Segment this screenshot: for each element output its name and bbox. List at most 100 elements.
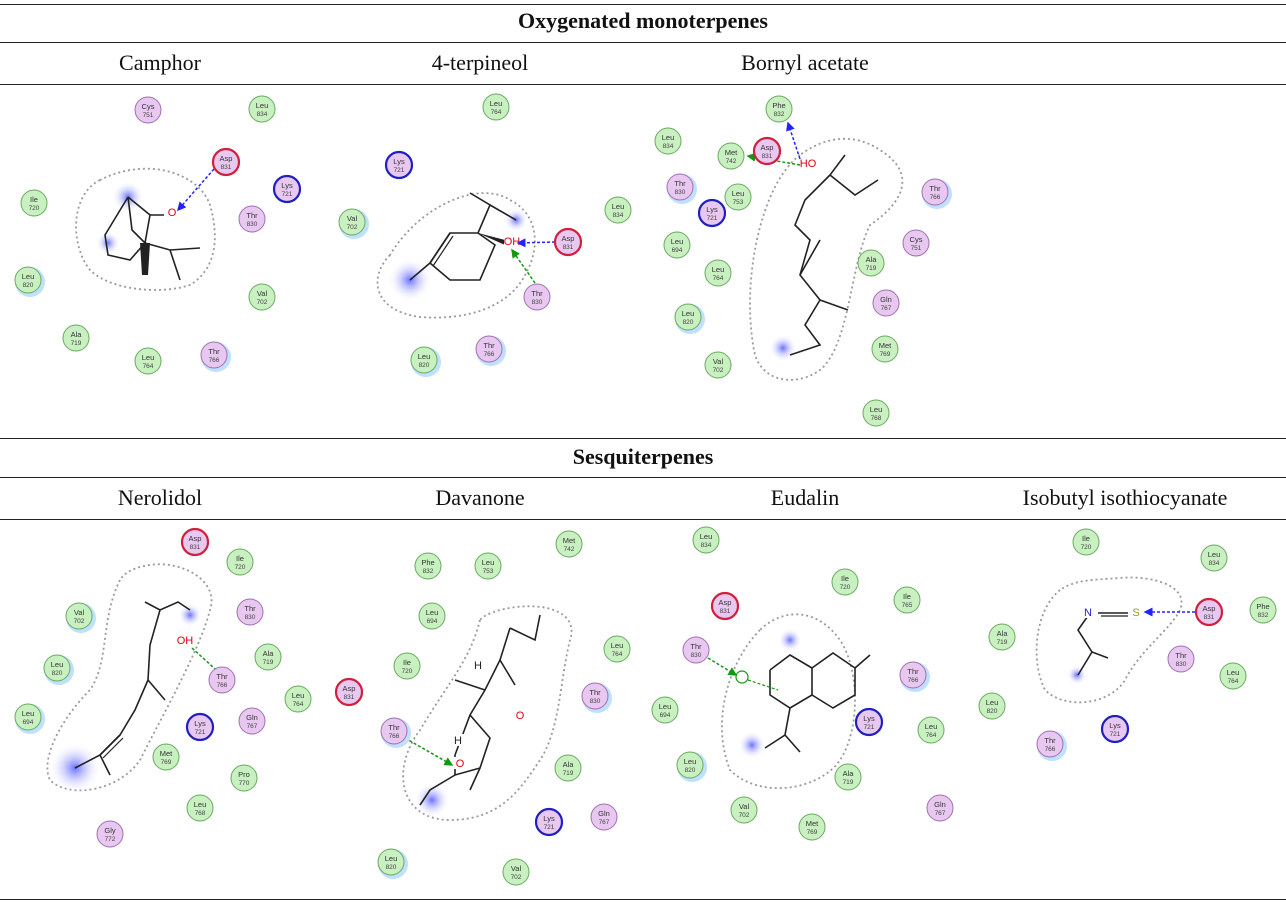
ligand-bond bbox=[764, 707, 791, 749]
residue-disc bbox=[752, 136, 782, 166]
residue-number: 766 bbox=[484, 351, 495, 358]
residue-disc bbox=[704, 351, 732, 379]
residue-name: Leu bbox=[22, 709, 35, 718]
residue-disc bbox=[857, 249, 885, 277]
residue-number: 830 bbox=[590, 698, 601, 705]
residue-name: Leu bbox=[659, 702, 672, 711]
residue-name: Val bbox=[511, 864, 522, 873]
residue-name: Leu bbox=[732, 189, 745, 198]
isobutyl-pocket bbox=[1035, 576, 1183, 704]
residue-name: Met bbox=[563, 536, 576, 545]
residue-disc bbox=[185, 712, 215, 742]
residue-number: 831 bbox=[1204, 614, 1215, 621]
residue-name: Thr bbox=[589, 688, 601, 697]
ligand-bond bbox=[469, 192, 492, 234]
atom-oxygen: O bbox=[456, 758, 465, 770]
residue-name: Leu bbox=[870, 405, 883, 414]
residue-disc bbox=[730, 796, 758, 824]
residue-disc bbox=[978, 692, 1006, 720]
section-divider bbox=[0, 477, 1286, 478]
residue-number: 831 bbox=[563, 244, 574, 251]
residue-name: Val bbox=[257, 289, 268, 298]
residue-disc bbox=[871, 335, 899, 363]
ligand-bond bbox=[127, 196, 146, 244]
residue-number: 766 bbox=[908, 677, 919, 684]
residue-name: Met bbox=[160, 749, 173, 758]
compound-title-davanone: Davanone bbox=[435, 485, 525, 510]
residue-number: 831 bbox=[344, 694, 355, 701]
residue-disc bbox=[226, 548, 254, 576]
residue-disc bbox=[502, 858, 530, 886]
residue-disc bbox=[384, 150, 414, 180]
residue-number: 832 bbox=[1258, 612, 1269, 619]
hydrogen-bond bbox=[786, 121, 801, 160]
compound-title-bornyl-acetate: Bornyl acetate bbox=[741, 50, 869, 75]
pi-interaction bbox=[747, 679, 779, 691]
residue-disc bbox=[272, 174, 302, 204]
residue-number: 720 bbox=[402, 668, 413, 675]
residue-disc bbox=[682, 636, 710, 664]
residue-disc bbox=[651, 696, 679, 724]
residue-name: Ile bbox=[236, 554, 244, 563]
residue-number: 767 bbox=[599, 819, 610, 826]
atom-label-bg bbox=[800, 157, 816, 169]
atom-label-bg bbox=[177, 634, 193, 646]
residue-disc bbox=[590, 803, 618, 831]
residue-disc bbox=[393, 652, 421, 680]
residue-number: 834 bbox=[613, 212, 624, 219]
hydrogen-bond bbox=[707, 657, 738, 676]
residue-disc bbox=[284, 685, 312, 713]
residue-disc bbox=[43, 654, 71, 682]
residue-disc bbox=[248, 283, 276, 311]
residue-number: 764 bbox=[713, 275, 724, 282]
residue-disc bbox=[248, 95, 276, 123]
residue-number: 831 bbox=[190, 544, 201, 551]
ligand-double-bond bbox=[102, 737, 124, 759]
residue-disc bbox=[604, 196, 632, 224]
residue-disc bbox=[334, 677, 364, 707]
residue-disc bbox=[654, 127, 682, 155]
residue-number: 702 bbox=[713, 367, 724, 374]
atom-hydrogen: H bbox=[454, 735, 462, 747]
residue-number: 832 bbox=[774, 111, 785, 118]
residue-number: 834 bbox=[663, 143, 674, 150]
residue-name: Leu bbox=[684, 757, 697, 766]
residue-name: Leu bbox=[986, 698, 999, 707]
ligand-bond bbox=[169, 249, 181, 281]
residue-disc bbox=[1194, 597, 1224, 627]
residue-number: 753 bbox=[733, 199, 744, 206]
residue-name: Thr bbox=[1044, 736, 1056, 745]
residue-number: 766 bbox=[1045, 746, 1056, 753]
residue-name: Cys bbox=[910, 235, 923, 244]
residue-number: 694 bbox=[427, 618, 438, 625]
residue-name: Asp bbox=[220, 154, 233, 163]
residue-disc bbox=[676, 751, 704, 779]
residue-disc bbox=[917, 716, 945, 744]
residue-number: 719 bbox=[866, 265, 877, 272]
header-divider bbox=[0, 84, 1286, 85]
residue-number: 751 bbox=[143, 112, 154, 119]
residue-number: 766 bbox=[389, 733, 400, 740]
residue-name: Leu bbox=[482, 558, 495, 567]
residue-name: Leu bbox=[426, 608, 439, 617]
residue-name: Val bbox=[713, 357, 724, 366]
atom-label-bg bbox=[470, 659, 486, 671]
residue-number: 820 bbox=[685, 767, 696, 774]
